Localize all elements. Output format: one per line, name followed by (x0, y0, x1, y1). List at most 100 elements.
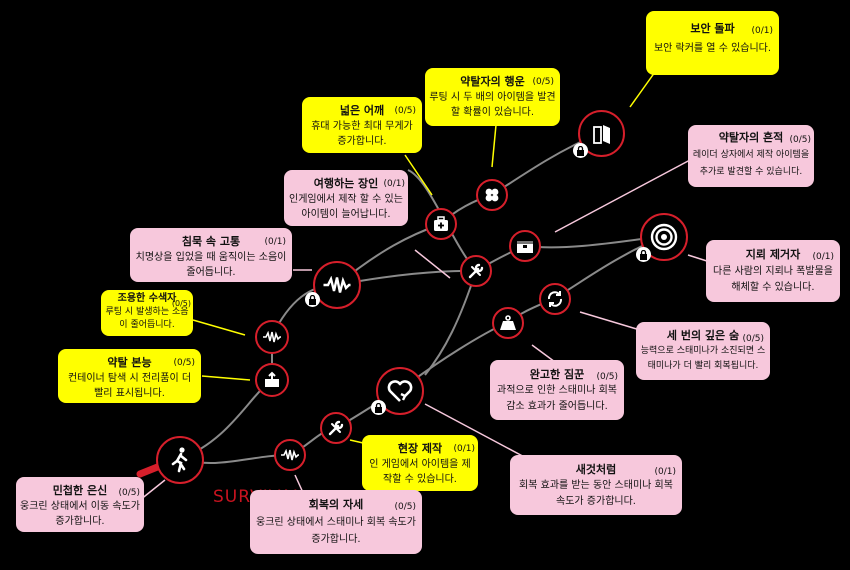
heart-arrow-icon (387, 380, 413, 402)
skill-card-burden: 완고한 짐꾼 (0/5) 과적으로 인한 스태미나 회복 감소 효과가 줄어듭니… (490, 360, 624, 420)
soundwave-icon (323, 276, 351, 293)
lock-icon (573, 143, 588, 158)
clover-icon (485, 188, 499, 202)
skill-count: (0/1) (654, 467, 676, 477)
callout-line (192, 319, 246, 336)
skill-count: (0/1) (264, 237, 286, 247)
skill-title: 침묵 속 고통 (181, 235, 241, 248)
skill-node-breath[interactable] (539, 283, 571, 315)
skill-card-instinct: 약탈 본능 (0/5) 컨테이너 탐색 시 전리품이 더 빨리 표시됩니다. (58, 349, 201, 403)
skill-card-nimble: 민첩한 은신 (0/5) 웅크린 상태에서 이동 속도가 증가합니다. (16, 477, 144, 532)
skill-node-recovery[interactable] (274, 439, 306, 471)
skill-title: 지뢰 제거자 (745, 248, 801, 261)
skill-card-fresh: 새것처럼 (0/1) 회복 효과를 받는 동안 스태미나 회복 속도가 증가합니… (510, 455, 682, 515)
skill-node-instinct[interactable] (255, 363, 289, 397)
skill-count: (0/1) (383, 179, 405, 189)
skill-desc: 보안 락커를 열 수 있습니다. (653, 43, 772, 54)
skill-desc: 회복 효과를 받는 동안 스태미나 회복 속도가 증가합니다. (519, 480, 673, 507)
locker-open-icon (592, 124, 610, 144)
skill-title: 여행하는 장인 (313, 177, 379, 190)
link (424, 270, 477, 376)
skill-count: (0/5) (532, 77, 554, 87)
walking-person-icon (171, 447, 188, 473)
skill-card-trace: 약탈자의 흔적 (0/5) 레이더 상자에서 제작 아이템을 추가로 발견할 수… (688, 125, 814, 187)
skill-count: (0/5) (173, 358, 195, 368)
tools-icon (468, 263, 484, 279)
skill-count: (0/5) (789, 135, 811, 145)
skill-title: 약탈자의 흔적 (718, 131, 784, 144)
skill-title: 새것처럼 (575, 463, 617, 476)
tools-icon (328, 420, 344, 436)
skill-desc: 레이더 상자에서 제작 아이템을 추가로 발견할 수 있습니다. (692, 150, 810, 177)
skill-desc: 다른 사람의 지뢰나 폭발물을 해체할 수 있습니다. (713, 266, 833, 293)
skill-title: 세 번의 깊은 숨 (666, 329, 740, 342)
skill-node-quiet-search[interactable] (255, 320, 289, 354)
medkit-icon (434, 216, 448, 231)
skill-desc: 웅크린 상태에서 스태미나 회복 속도가 증가합니다. (256, 517, 416, 545)
skill-card-breath: 세 번의 깊은 숨 (0/5) 능력으로 스태미나가 소진되면 스태미나가 더 … (636, 322, 770, 380)
crate-icon (517, 241, 533, 253)
skill-node-burden[interactable] (492, 307, 524, 339)
skill-card-silent-pain: 침묵 속 고통 (0/1) 치명상을 입었을 때 움직이는 소음이 줄어듭니다. (130, 228, 292, 282)
skill-count: (0/5) (394, 502, 416, 512)
skill-title: 회복의 자세 (308, 498, 364, 511)
skill-count: (0/5) (394, 106, 416, 116)
skill-card-quiet-search: 조용한 수색자 (0/5) 루팅 시 발생하는 소음이 줄어듭니다. (101, 290, 193, 336)
skill-node-field[interactable] (320, 412, 352, 444)
skill-count: (0/5) (742, 334, 764, 344)
skill-desc: 루팅 시 발생하는 소음이 줄어듭니다. (105, 307, 189, 330)
box-search-icon (265, 371, 279, 387)
skill-count: (0/1) (453, 444, 475, 454)
callout-line (404, 154, 433, 196)
callout-line (424, 403, 531, 461)
skill-node-traveler[interactable] (460, 255, 492, 287)
skill-card-recovery: 회복의 자세 (0/5) 웅크린 상태에서 스태미나 회복 속도가 증가합니다. (250, 490, 422, 554)
skill-count: (0/5) (171, 299, 191, 308)
callout-line (414, 249, 451, 279)
callout-line (554, 159, 691, 233)
skill-desc: 컨테이너 탐색 시 전리품이 더 빨리 표시됩니다. (67, 373, 192, 399)
lock-icon (305, 292, 320, 307)
skill-desc: 휴대 가능한 최대 무게가 증가합니다. (311, 121, 413, 147)
skill-title: 현장 제작 (397, 442, 443, 455)
skill-count: (0/5) (118, 488, 140, 498)
callout-line (491, 124, 497, 168)
skill-card-field: 현장 제작 (0/1) 인 게임에서 아이템을 제작할 수 있습니다. (362, 435, 478, 491)
cycle-arrows-icon (547, 291, 563, 307)
skill-node-broad[interactable] (425, 208, 457, 240)
callout-line (201, 375, 251, 381)
skill-card-mine: 지뢰 제거자 (0/1) 다른 사람의 지뢰나 폭발물을 해체할 수 있습니다. (706, 240, 840, 302)
skill-count: (0/1) (812, 252, 834, 262)
skill-desc: 치명상을 입었을 때 움직이는 소음이 줄어듭니다. (135, 252, 287, 278)
skill-node-silent-pain[interactable] (313, 261, 361, 309)
skill-desc: 과적으로 인한 스태미나 회복 감소 효과가 줄어듭니다. (497, 385, 617, 412)
weight-icon (500, 315, 516, 330)
skill-node-nimble[interactable] (156, 436, 204, 484)
skill-desc: 웅크린 상태에서 이동 속도가 증가합니다. (20, 501, 140, 527)
callout-line (531, 344, 556, 363)
callout-line (579, 311, 641, 331)
skill-title: 조용한 수색자 (117, 293, 177, 304)
lock-icon (371, 400, 386, 415)
skill-title: 약탈자의 행운 (460, 75, 525, 88)
skill-desc: 인게임에서 제작 할 수 있는 아이템이 늘어납니다. (289, 194, 403, 220)
skill-count: (0/1) (751, 26, 773, 36)
skill-title: 완고한 짐꾼 (529, 368, 585, 381)
skill-card-breach: 보안 돌파 (0/1) 보안 락커를 열 수 있습니다. (646, 11, 779, 75)
skill-node-trace[interactable] (509, 230, 541, 262)
callout-line (139, 479, 166, 501)
lock-icon (636, 247, 651, 262)
skill-count: (0/5) (596, 372, 618, 382)
skill-node-fresh[interactable] (376, 367, 424, 415)
skill-title: 민첩한 은신 (52, 484, 108, 497)
skill-title: 넓은 어깨 (339, 104, 385, 117)
skill-desc: 능력으로 스태미나가 소진되면 스태미나가 더 빨리 회복됩니다. (640, 346, 766, 371)
skill-card-luck: 약탈자의 행운 (0/5) 루팅 시 두 배의 아이템을 발견할 확률이 있습니… (425, 68, 560, 126)
target-icon (650, 223, 678, 251)
skill-node-luck[interactable] (476, 179, 508, 211)
skill-desc: 인 게임에서 아이템을 제작할 수 있습니다. (369, 459, 471, 485)
skill-title: 약탈 본능 (107, 356, 152, 369)
skill-title: 보안 돌파 (690, 22, 735, 35)
soundwave-icon (263, 331, 281, 343)
